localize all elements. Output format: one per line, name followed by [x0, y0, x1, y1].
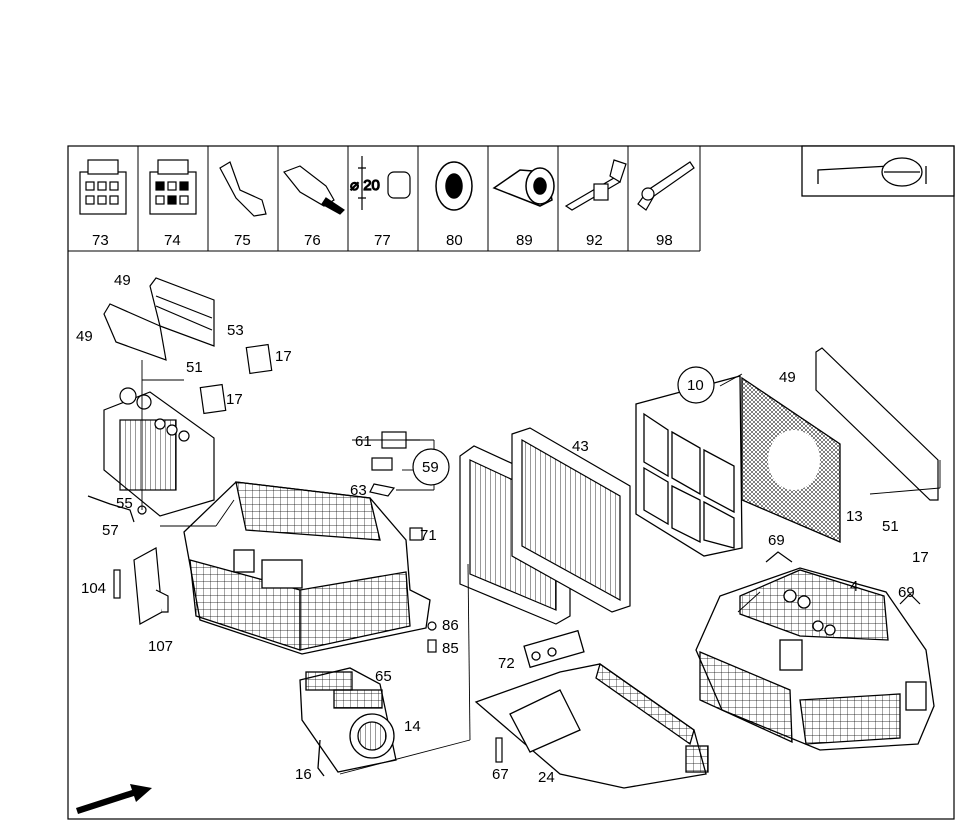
retaining-clip-69 [765, 551, 921, 605]
hvac-assembly [695, 567, 935, 751]
callout-24: 24 [538, 769, 555, 786]
cable-tie-icon [637, 161, 695, 211]
terminal-contact-icon [219, 161, 267, 217]
callout-63: 63 [350, 482, 367, 499]
callout-circle-10 [677, 366, 715, 404]
callout-13: 13 [846, 508, 863, 525]
callout-86: 86 [442, 617, 459, 634]
leader-lines [141, 360, 941, 775]
dimension-label: ⌀ 20 [350, 177, 380, 194]
callout-49b: 49 [76, 328, 93, 345]
clip-tie-icon [564, 159, 627, 211]
callout-85: 85 [442, 640, 459, 657]
legend-label-77: 77 [374, 232, 391, 249]
callout-55: 55 [116, 495, 133, 512]
lower-tray [474, 629, 709, 789]
screw-67 [495, 737, 503, 763]
filter-frame [635, 375, 743, 557]
legend-label-80: 80 [446, 232, 463, 249]
connector-housing-icon [149, 159, 197, 215]
callout-51a: 51 [186, 359, 203, 376]
heater-valve-block [103, 387, 215, 517]
diagram-border [67, 145, 955, 820]
expansion-valve [369, 431, 437, 653]
callout-16: 16 [295, 766, 312, 783]
callout-49c: 49 [779, 369, 796, 386]
heater-housing [183, 481, 431, 655]
legend-label-92: 92 [586, 232, 603, 249]
legend-label-75: 75 [234, 232, 251, 249]
legend-label-98: 98 [656, 232, 673, 249]
legend-strip [68, 146, 701, 252]
connector-housing-icon [79, 159, 127, 215]
callout-43: 43 [572, 438, 589, 455]
callout-104: 104 [81, 580, 106, 597]
evaporator [511, 427, 631, 613]
vehicle-key-icon [801, 145, 955, 197]
callout-circle-59 [412, 448, 450, 486]
legend-label-73: 73 [92, 232, 109, 249]
callout-51b: 51 [882, 518, 899, 535]
sensor-module [199, 343, 273, 415]
callout-17b: 17 [226, 391, 243, 408]
legend-label-76: 76 [304, 232, 321, 249]
legend-label-89: 89 [516, 232, 533, 249]
callout-53: 53 [227, 322, 244, 339]
callout-17a: 17 [275, 348, 292, 365]
blower-motor [299, 667, 397, 777]
plug-contact-icon [283, 165, 345, 215]
callout-72: 72 [498, 655, 515, 672]
grommet-icon [435, 161, 473, 211]
tape-roll-icon [492, 167, 555, 207]
callout-17c: 17 [912, 549, 929, 566]
callout-14: 14 [404, 718, 421, 735]
callout-69b: 69 [898, 584, 915, 601]
callout-67: 67 [492, 766, 509, 783]
callout-49a: 49 [114, 272, 131, 289]
callout-107: 107 [148, 638, 173, 655]
callout-10: 10 [687, 377, 704, 394]
callout-57: 57 [102, 522, 119, 539]
callout-71: 71 [420, 527, 437, 544]
callout-59: 59 [422, 459, 439, 476]
callout-65: 65 [375, 668, 392, 685]
cabin-filter [741, 376, 841, 543]
direction-arrow-icon [76, 784, 152, 814]
legend-label-74: 74 [164, 232, 181, 249]
bracket-107 [133, 547, 169, 625]
screw-104 [113, 569, 121, 599]
cover-plate-left [103, 277, 215, 361]
callout-69a: 69 [768, 532, 785, 549]
callout-61: 61 [355, 433, 372, 450]
cover-plate-right [815, 347, 939, 501]
callout-4: 4 [850, 578, 858, 595]
hose-sleeve-icon: ⌀ 20 [349, 156, 411, 210]
